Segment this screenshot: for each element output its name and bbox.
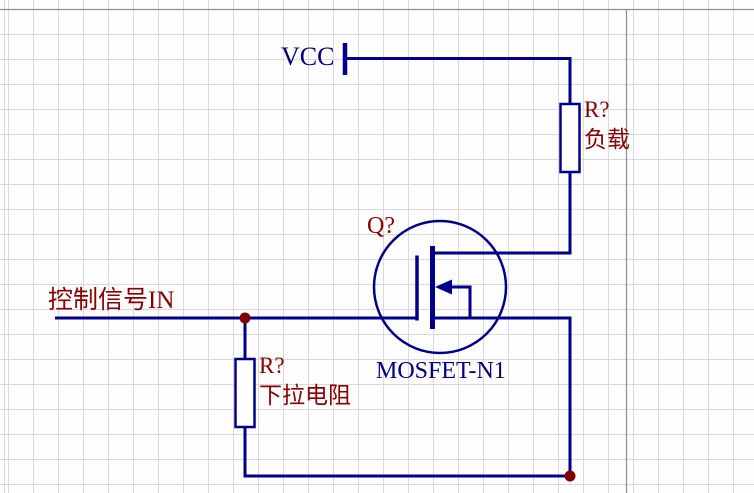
mosfet-comment: MOSFET-N1 [376, 358, 506, 384]
junction-dot-gate [239, 312, 251, 324]
junction-group [239, 312, 576, 482]
control-signal-net-label: 控制信号IN [48, 287, 175, 314]
mosfet-designator: Q? [367, 213, 395, 239]
pulldown-resistor-designator: R? [259, 353, 285, 378]
sheet-border [0, 8, 754, 493]
load-resistor-designator: R? [584, 97, 610, 122]
pulldown-resistor-comment: 下拉电阻 [259, 383, 351, 408]
mosfet-symbol [372, 219, 508, 355]
mosfet-body-circle [372, 219, 508, 355]
pulldown-resistor-symbol [234, 357, 256, 429]
vcc-net-label: VCC [281, 42, 335, 71]
wire-group [55, 43, 581, 478]
load-resistor-symbol [559, 102, 581, 174]
mosfet-arrow-icon [435, 279, 452, 295]
junction-dot-source-return [564, 470, 576, 482]
load-resistor-comment: 负载 [584, 127, 630, 152]
